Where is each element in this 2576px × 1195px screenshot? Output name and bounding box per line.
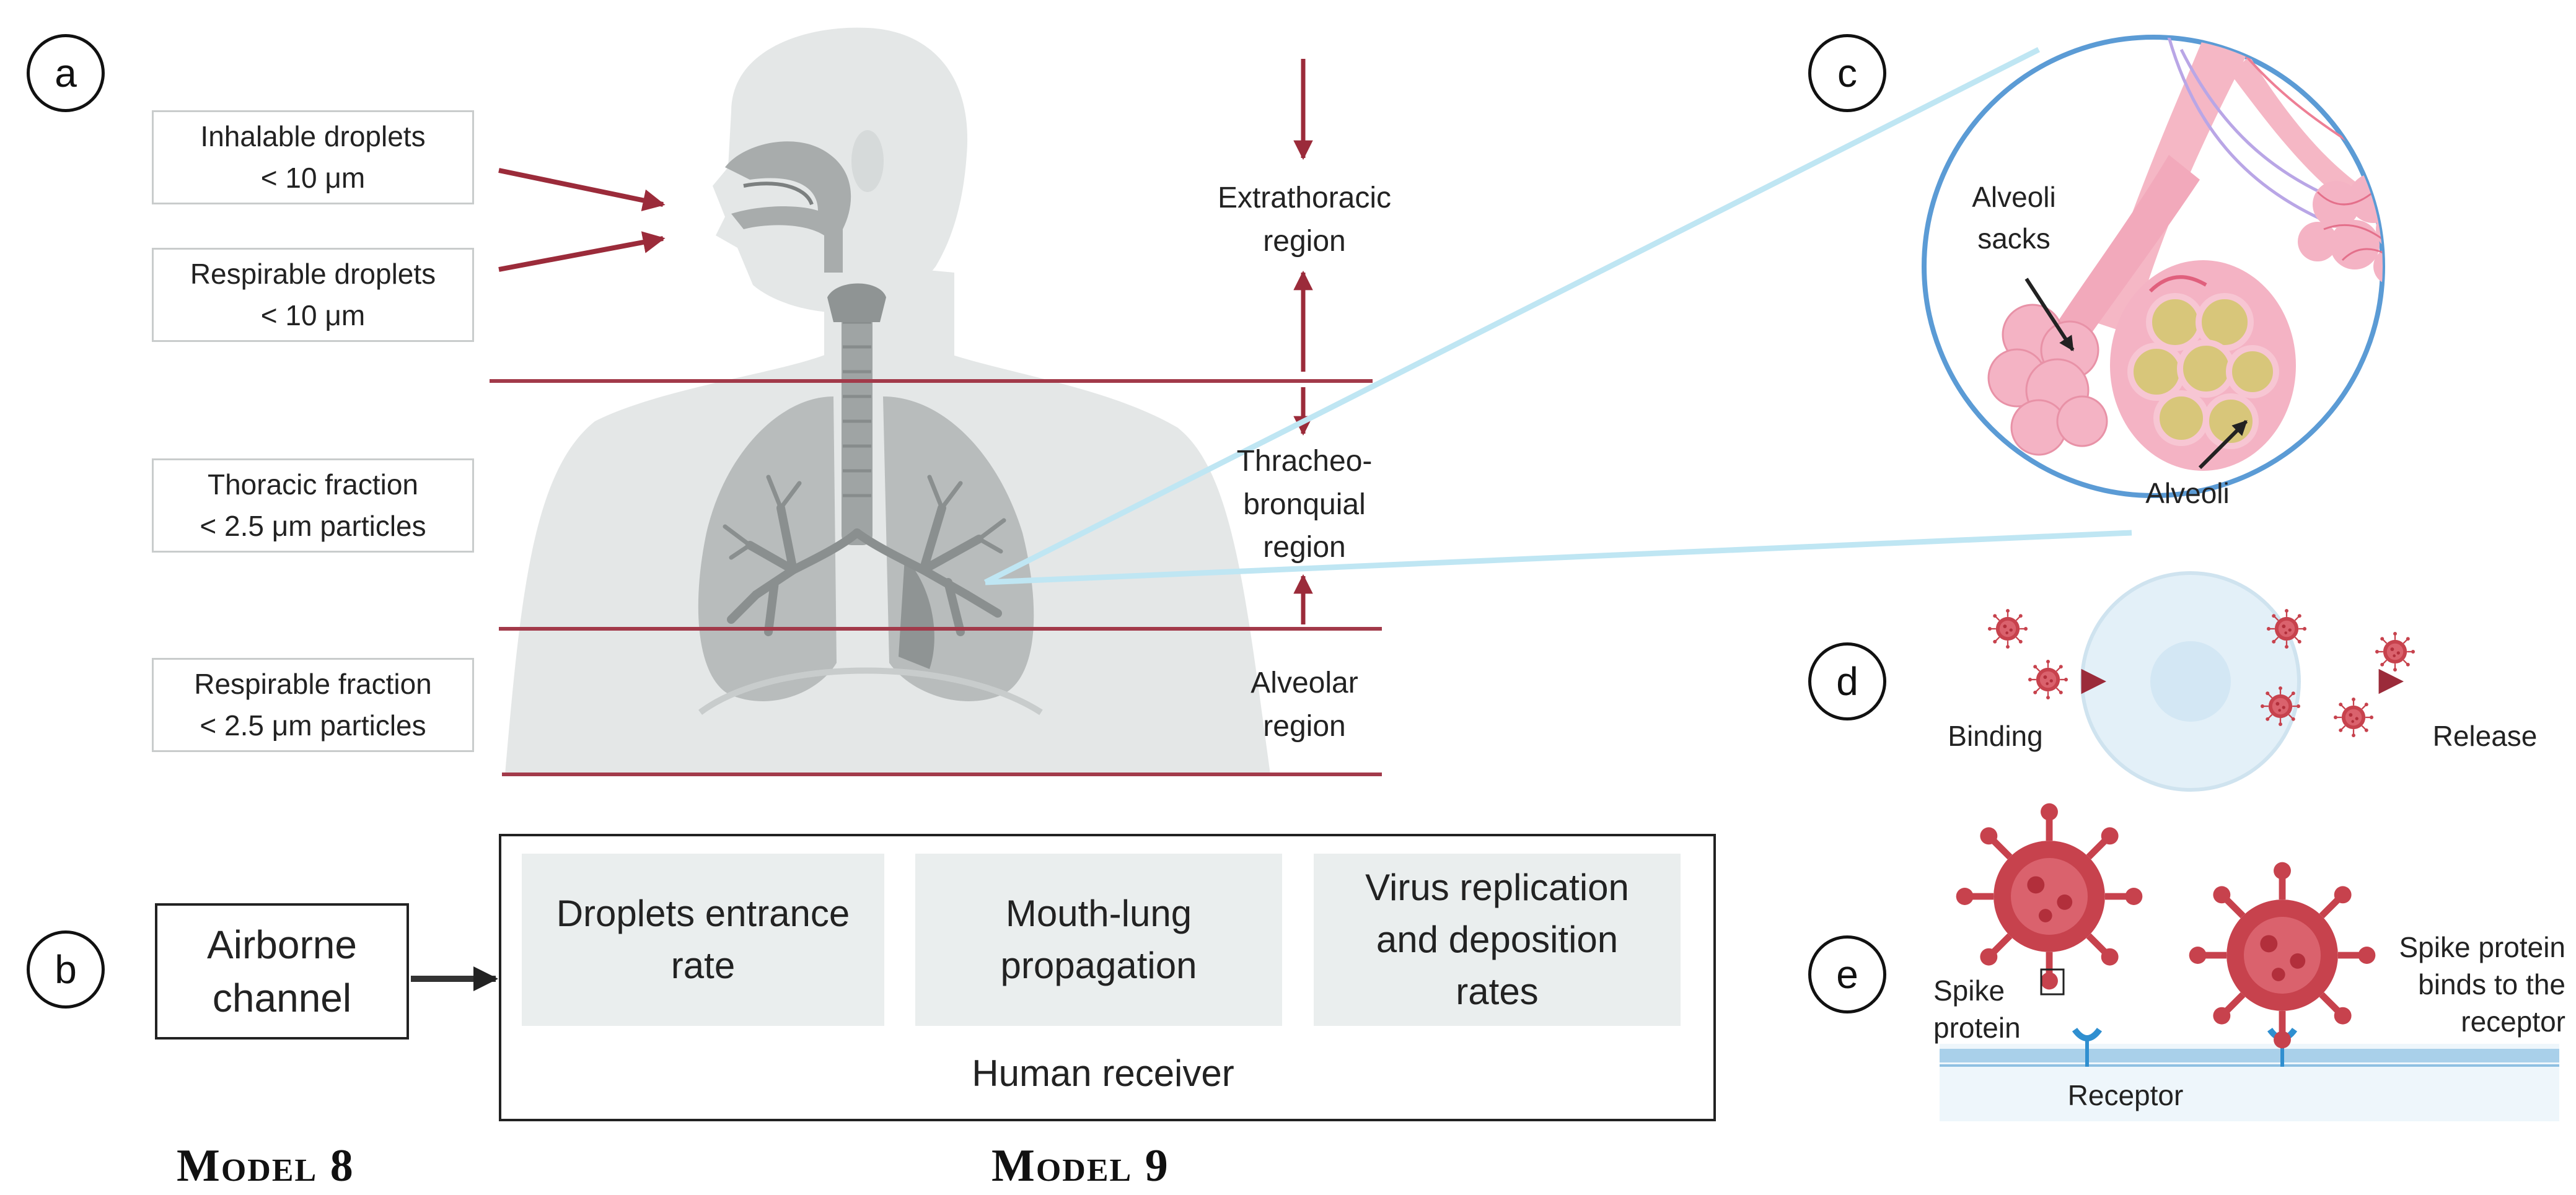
panel-label-a: a bbox=[27, 34, 105, 112]
receptor-label: Receptor bbox=[2067, 1079, 2184, 1111]
panel-label-e: e bbox=[1808, 935, 1886, 1013]
virus-icon bbox=[2027, 659, 2069, 701]
release-label: Release bbox=[2432, 720, 2538, 752]
receptor-icon bbox=[2072, 1027, 2103, 1067]
droplet-label-box: Respirable droplets < 10 μm bbox=[152, 248, 474, 342]
virus-icon bbox=[1956, 803, 2143, 990]
airborne-channel-box: Airborne channel bbox=[155, 903, 409, 1040]
droplet-label-size: < 2.5 μm particles bbox=[200, 510, 426, 542]
virus-icon bbox=[2266, 608, 2308, 650]
inhalation-arrows bbox=[498, 168, 666, 272]
human-body-illustration bbox=[505, 27, 1270, 774]
droplet-label-box: Inhalable droplets < 10 μm bbox=[152, 110, 474, 204]
droplet-label-size: < 10 μm bbox=[260, 299, 366, 331]
droplet-label-size: < 10 μm bbox=[260, 162, 366, 194]
droplet-label-box: Respirable fraction < 2.5 μm particles bbox=[152, 658, 474, 752]
spike-highlight-box bbox=[2040, 968, 2065, 996]
spike-protein-illustration bbox=[1940, 803, 2559, 1121]
droplet-label-line: Respirable fraction bbox=[194, 668, 432, 701]
model-9-caption: Model 9 bbox=[991, 1140, 1169, 1191]
binding-label: Binding bbox=[1948, 720, 2043, 752]
model-8-caption: Model 8 bbox=[177, 1140, 354, 1191]
virus-icon bbox=[2332, 696, 2375, 738]
panel-label-d: d bbox=[1808, 642, 1886, 720]
binding-release-illustration bbox=[1958, 571, 2416, 792]
zoom-connector-lines bbox=[983, 46, 2132, 585]
human-receiver-label: Human receiver bbox=[972, 1053, 1234, 1094]
virus-icon bbox=[1987, 608, 2029, 650]
virus-icon bbox=[2374, 631, 2416, 673]
model-flow bbox=[411, 834, 1716, 1121]
droplet-label-box: Thoracic fraction < 2.5 μm particles bbox=[152, 458, 474, 553]
virus-icon bbox=[2259, 685, 2301, 727]
panel-label-c: c bbox=[1808, 34, 1886, 112]
human-receiver-box bbox=[499, 834, 1716, 1121]
alveoli-zoom-circle bbox=[1922, 35, 2385, 498]
droplet-label-line: Thoracic fraction bbox=[207, 468, 418, 501]
region-divider-lines bbox=[490, 379, 1382, 776]
droplet-label-line: Respirable droplets bbox=[190, 258, 436, 291]
panel-label-b: b bbox=[27, 930, 105, 1009]
droplet-label-line: Inhalable droplets bbox=[200, 120, 426, 153]
droplet-label-size: < 2.5 μm particles bbox=[200, 709, 426, 742]
alveoli-label: Alveoli bbox=[2145, 477, 2230, 509]
